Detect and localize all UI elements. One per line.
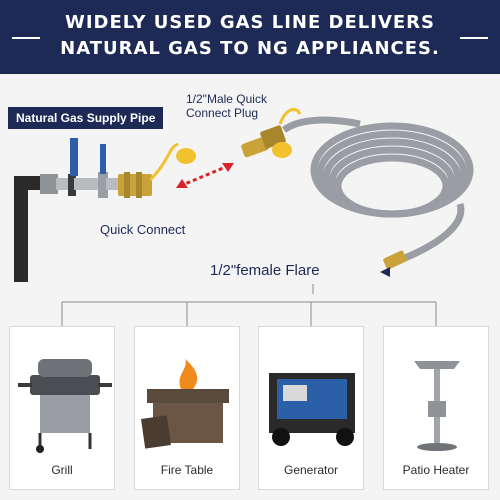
quick-connect-socket-icon	[118, 142, 196, 198]
male-plug-label-line1: 1/2"Male Quick	[186, 92, 267, 106]
appliance-card-patio-heater: Patio Heater	[383, 326, 489, 490]
appliance-branch-lines	[61, 301, 437, 326]
product-illustration	[14, 107, 474, 294]
female-flare-label: 1/2"female Flare	[210, 262, 320, 279]
supply-pipe-icon	[14, 138, 120, 282]
header-rule-right	[460, 37, 488, 39]
appliance-panels: Grill Fire Table Generator Patio Heater	[0, 296, 500, 500]
female-flare-pointer-icon	[380, 267, 390, 277]
header-banner: WIDELY USED GAS LINE DELIVERS NATURAL GA…	[0, 0, 500, 74]
male-plug-label-line2: Connect Plug	[186, 106, 259, 120]
coiled-hose-icon	[281, 116, 474, 264]
patio-heater-icon	[414, 361, 460, 451]
fire-table-icon	[141, 359, 229, 449]
connection-arrows-icon	[176, 163, 234, 188]
female-flare-fitting-icon	[383, 250, 407, 270]
quick-connect-label: Quick Connect	[100, 222, 186, 237]
header-title-line2: NATURAL GAS TO NG APPLIANCES.	[60, 38, 440, 59]
grill-icon	[18, 359, 112, 453]
appliance-name-generator: Generator	[283, 463, 339, 477]
male-plug-label: 1/2"Male Quick Connect Plug	[186, 92, 267, 120]
appliance-name-fire-table: Fire Table	[160, 463, 214, 477]
appliance-card-grill: Grill	[9, 326, 115, 490]
appliance-name-grill: Grill	[51, 463, 73, 477]
male-plug-icon	[241, 107, 302, 158]
appliance-name-patio-heater: Patio Heater	[402, 463, 470, 477]
header-title-line1: WIDELY USED GAS LINE DELIVERS	[64, 12, 436, 33]
appliance-card-fire-table: Fire Table	[134, 326, 240, 490]
generator-icon	[269, 373, 355, 446]
supply-pipe-label: Natural Gas Supply Pipe	[8, 107, 164, 129]
appliance-card-generator: Generator	[258, 326, 364, 490]
header-rule-left	[12, 37, 40, 39]
